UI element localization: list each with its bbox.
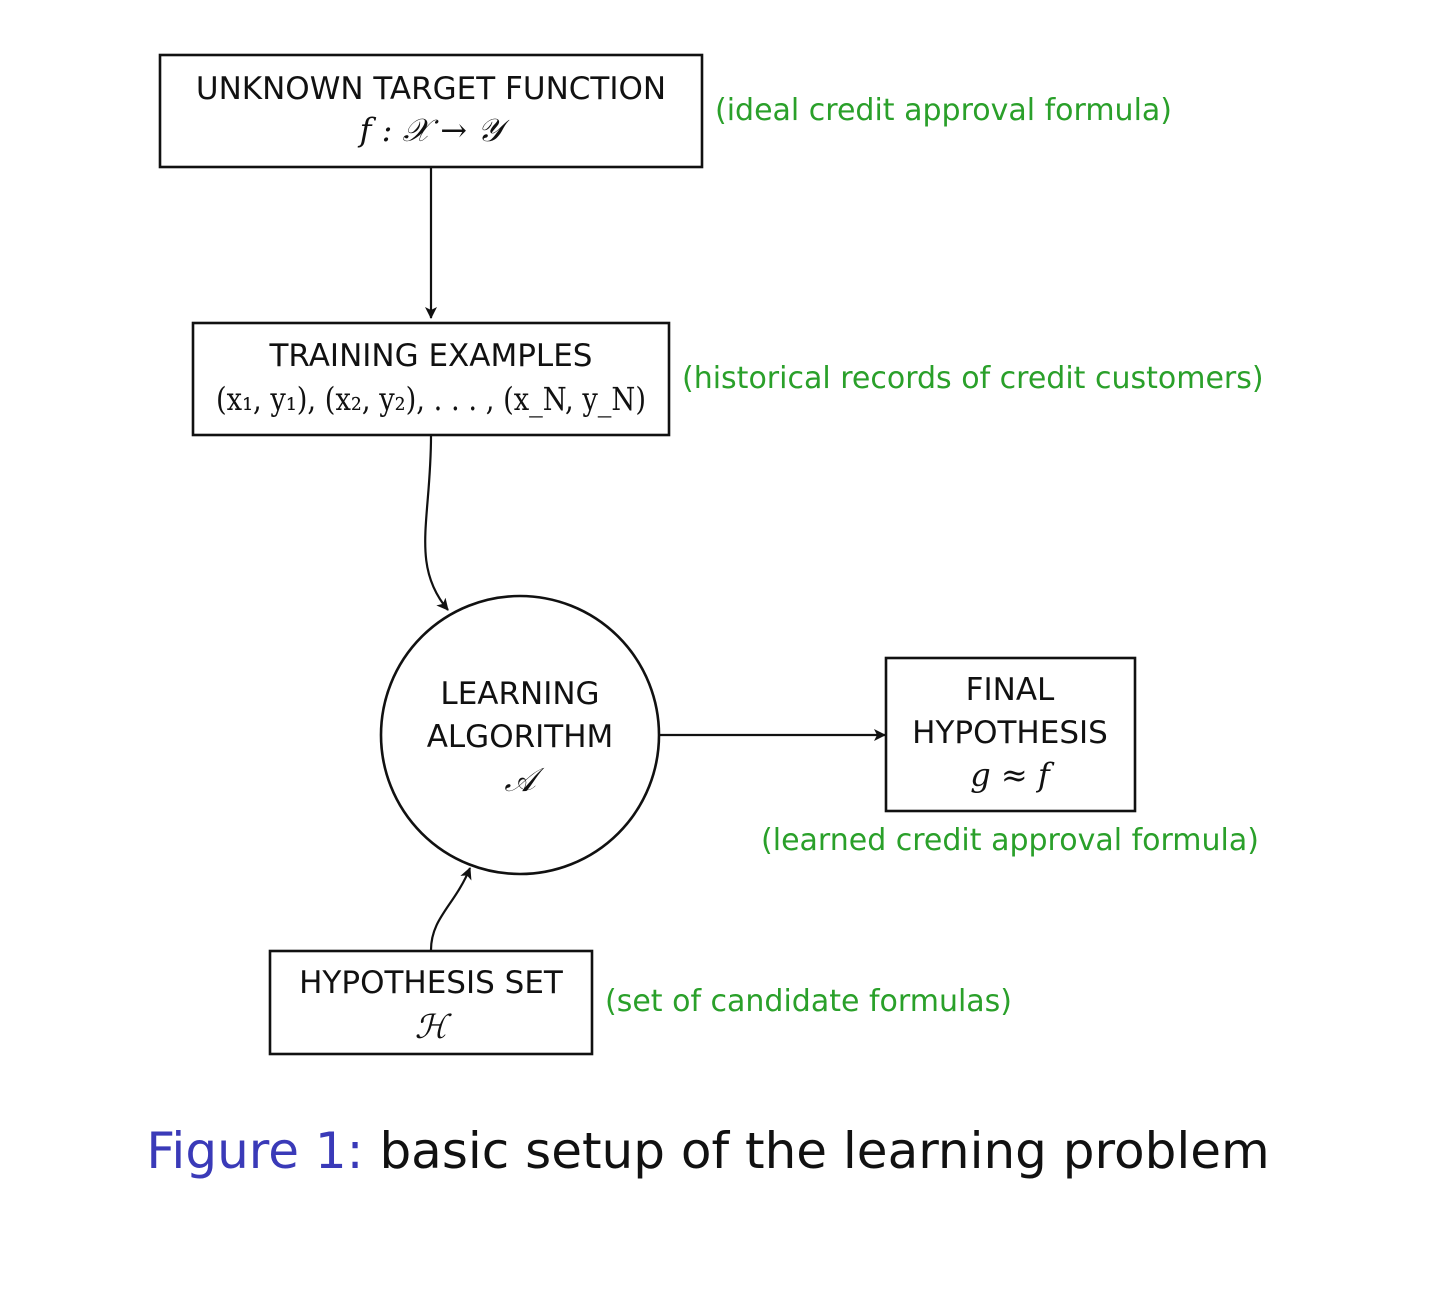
- target-formula: f : 𝒳 → 𝒴: [358, 111, 511, 149]
- caption-prefix: Figure 1:: [146, 1122, 363, 1180]
- final-title-line2: HYPOTHESIS: [912, 715, 1108, 751]
- training-formula: (x₁, y₁), (x₂, y₂), . . . , (x_N, y_N): [216, 380, 646, 418]
- target-box: [158, 53, 704, 169]
- final-formula: g ≈ f: [970, 756, 1055, 794]
- node-hypothesis-set: HYPOTHESIS SET ℋ: [268, 949, 594, 1056]
- hypothesis-set-note: (set of candidate formulas): [605, 984, 1012, 1019]
- algorithm-title-line1: LEARNING: [440, 676, 599, 712]
- target-title: UNKNOWN TARGET FUNCTION: [196, 71, 666, 107]
- training-box: [191, 321, 671, 437]
- algorithm-title-line2: ALGORITHM: [427, 719, 614, 755]
- hypothesis-set-box: [268, 949, 594, 1056]
- final-note: (learned credit approval formula): [761, 823, 1259, 858]
- caption-text: basic setup of the learning problem: [379, 1122, 1269, 1180]
- node-final-hypothesis: FINAL HYPOTHESIS g ≈ f: [884, 656, 1137, 813]
- final-box: [884, 656, 1137, 813]
- node-training-examples: TRAINING EXAMPLES (x₁, y₁), (x₂, y₂), . …: [191, 321, 671, 437]
- node-learning-algorithm: LEARNING ALGORITHM 𝒜: [379, 594, 661, 876]
- training-title: TRAINING EXAMPLES: [269, 338, 593, 374]
- node-unknown-target-function: UNKNOWN TARGET FUNCTION f : 𝒳 → 𝒴: [158, 53, 704, 169]
- hypothesis-set-formula: ℋ: [415, 1007, 453, 1046]
- training-note: (historical records of credit customers): [682, 361, 1264, 396]
- hypothesis-set-title: HYPOTHESIS SET: [299, 965, 564, 1001]
- figure-caption: Figure 1: basic setup of the learning pr…: [146, 1122, 1269, 1180]
- final-title-line1: FINAL: [966, 672, 1055, 708]
- edge-training-to-algorithm: [424, 435, 449, 611]
- edge-hypothesis-set-to-algorithm: [429, 867, 472, 951]
- target-note: (ideal credit approval formula): [715, 93, 1172, 128]
- algorithm-circle: [379, 594, 661, 876]
